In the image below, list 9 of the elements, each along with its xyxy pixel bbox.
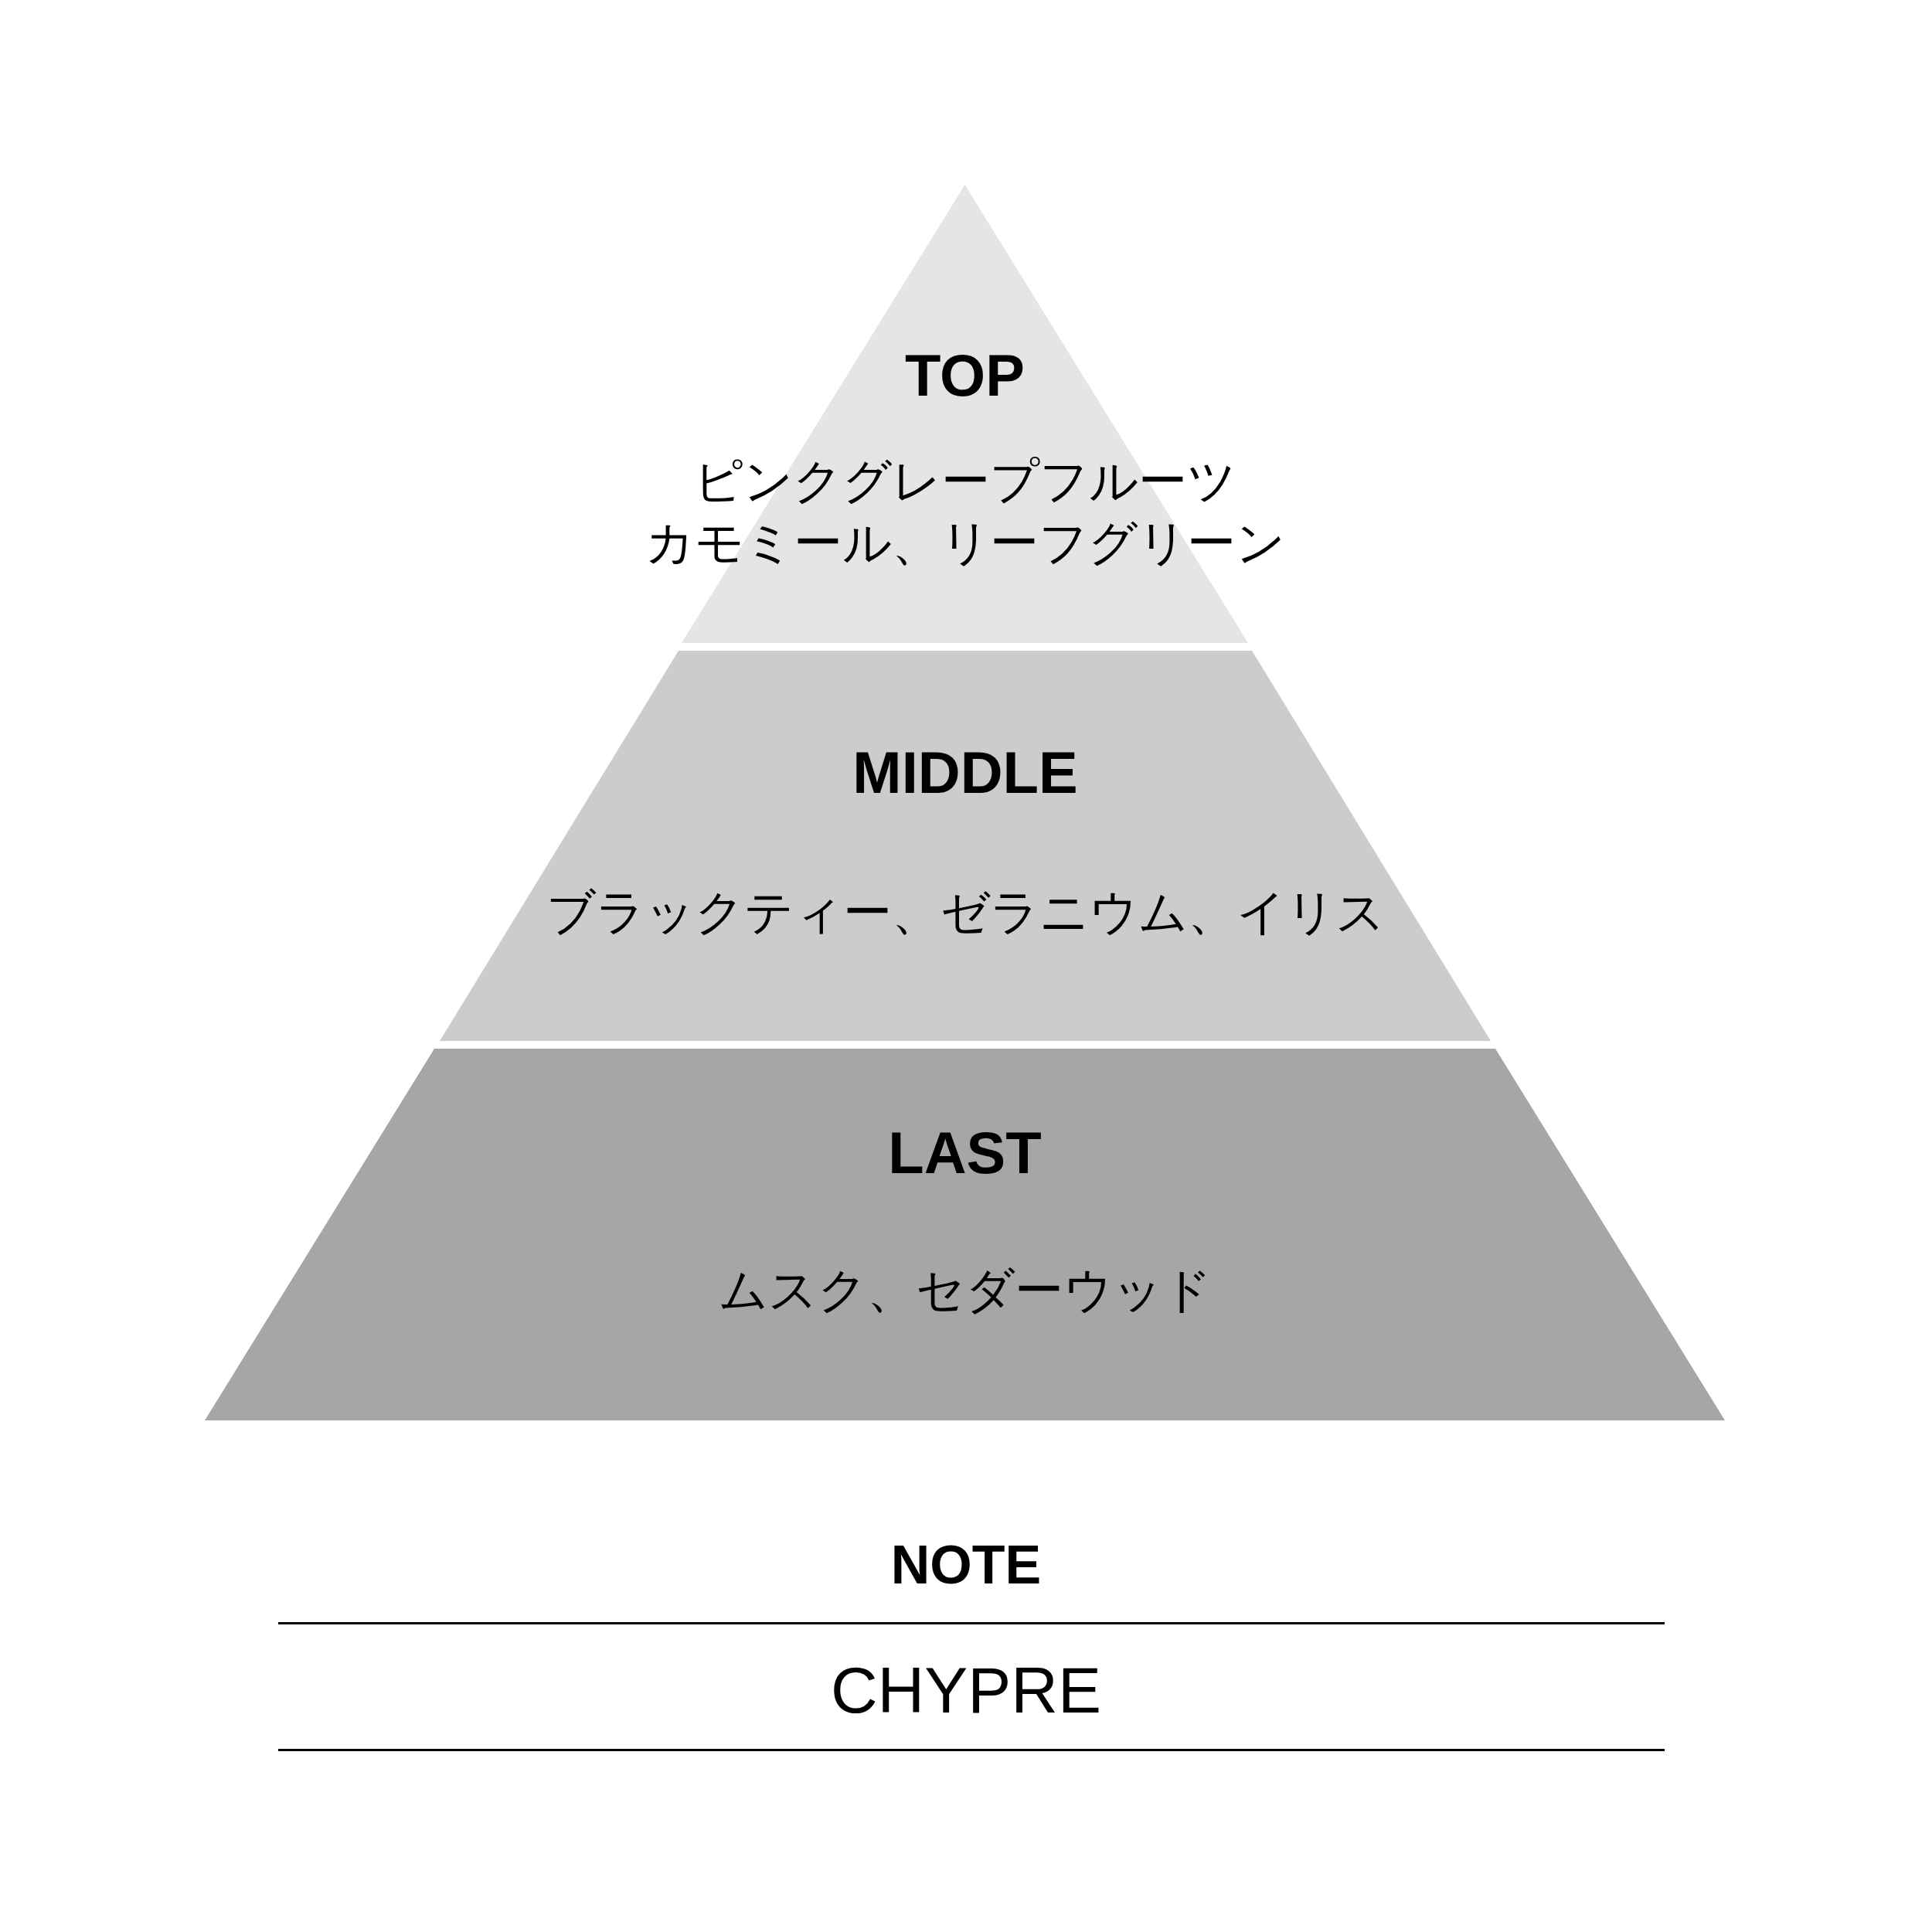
tier-heading: LAST	[888, 1119, 1042, 1187]
tier-heading: MIDDLE	[852, 739, 1078, 807]
section-heading: NOTE	[890, 1533, 1042, 1597]
tier-heading: TOP	[905, 342, 1025, 410]
ingredient-list: ピンクグレープフルーツ	[693, 452, 1236, 509]
ingredient-list: ブラックティー、ゼラニウム、イリス	[546, 883, 1385, 940]
ingredient-list: ムスク、セダーウッド	[718, 1261, 1212, 1318]
ingredient-list: カモミール、リーフグリーン	[645, 514, 1285, 571]
fragrance-family-name: CHYPRE	[830, 1652, 1102, 1728]
